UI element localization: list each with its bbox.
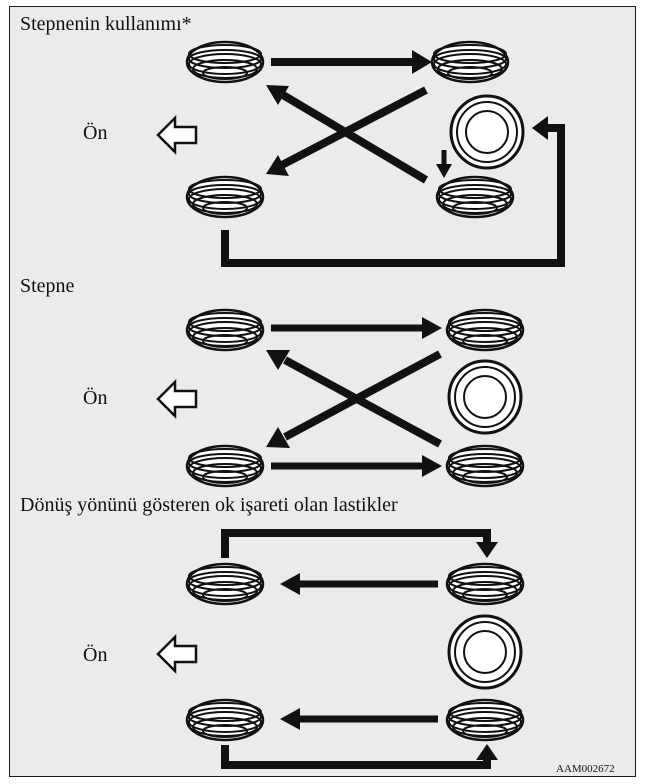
section-3-title: Dönüş yönünü gösteren ok işareti olan la… — [20, 494, 398, 516]
arrow-fl-to-fr — [221, 529, 491, 558]
spare-tire — [449, 94, 525, 170]
tire-front-left — [185, 40, 265, 84]
tire-rear-left — [185, 444, 265, 488]
tire-front-left — [185, 562, 265, 606]
front-direction-arrow — [156, 380, 198, 418]
section-2-title: Stepne — [20, 275, 75, 297]
section-1-front-label: Ön — [83, 122, 108, 144]
spare-tire — [447, 359, 523, 435]
figure-code: AAM002672 — [556, 763, 615, 775]
diagram-frame — [9, 6, 636, 777]
section-3-graphics — [156, 529, 525, 769]
tire-rear-left — [185, 698, 265, 742]
tire-front-right — [445, 308, 525, 352]
tire-rear-right — [435, 175, 515, 219]
arrow-rl-to-spare — [221, 124, 565, 267]
arrow-rr-to-fl — [280, 91, 429, 184]
front-direction-arrow — [156, 116, 198, 154]
section-2-front-label: Ön — [83, 387, 108, 409]
arrow-rl-to-rr — [221, 745, 491, 769]
section-3-front-label: Ön — [83, 644, 108, 666]
arrow-fr-to-rl — [280, 86, 428, 169]
spare-tire — [447, 614, 523, 690]
section-2-graphics — [156, 308, 525, 488]
tire-rear-right — [445, 444, 525, 488]
arrow-fr-to-rl — [283, 350, 442, 441]
tire-rear-right — [445, 698, 525, 742]
tire-front-right — [445, 562, 525, 606]
section-1-title: Stepnenin kullanımı* — [20, 13, 192, 35]
tire-front-right — [430, 40, 510, 84]
arrow-rr-to-fl — [283, 356, 442, 448]
tire-front-left — [185, 308, 265, 352]
section-1-graphics — [156, 40, 565, 267]
front-direction-arrow — [156, 635, 198, 673]
tire-rear-left — [185, 175, 265, 219]
